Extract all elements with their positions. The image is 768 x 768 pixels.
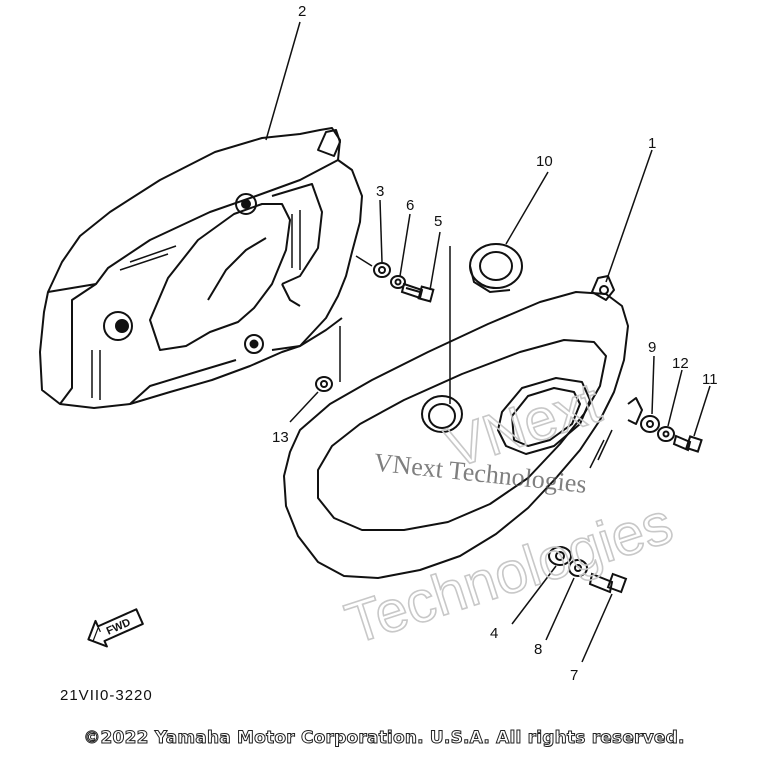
watermark-outline-line2: Technologies: [338, 490, 680, 656]
callout-12: 12: [672, 355, 689, 372]
callout-3: 3: [376, 183, 384, 200]
callout-11: 11: [702, 371, 718, 388]
callout-2: 2: [298, 3, 306, 20]
fwd-arrow-icon: FWD: [87, 608, 144, 648]
callout-13: 13: [272, 429, 289, 446]
callout-10: 10: [536, 153, 553, 170]
copyright-notice: ©2022 Yamaha Motor Corporation. U.S.A. A…: [83, 728, 685, 749]
callout-7: 7: [570, 667, 578, 684]
drawing-code: 21VII0-3220: [60, 687, 153, 704]
hardware-parts: [315, 243, 703, 594]
outer-cover-part: [283, 275, 643, 579]
callout-6: 6: [406, 197, 414, 214]
callout-8: 8: [534, 641, 542, 658]
callout-4: 4: [490, 625, 498, 642]
callout-9: 9: [648, 339, 656, 356]
callout-5: 5: [434, 213, 442, 230]
watermark: VNext Technologies VNext Technologies: [337, 369, 681, 657]
leader-lines: [265, 21, 711, 663]
callout-1: 1: [648, 135, 656, 152]
callout-labels: 1 2 3 4 5 6 7 8 9 10 11 12 13: [272, 3, 718, 684]
inner-case-part: [39, 127, 363, 409]
